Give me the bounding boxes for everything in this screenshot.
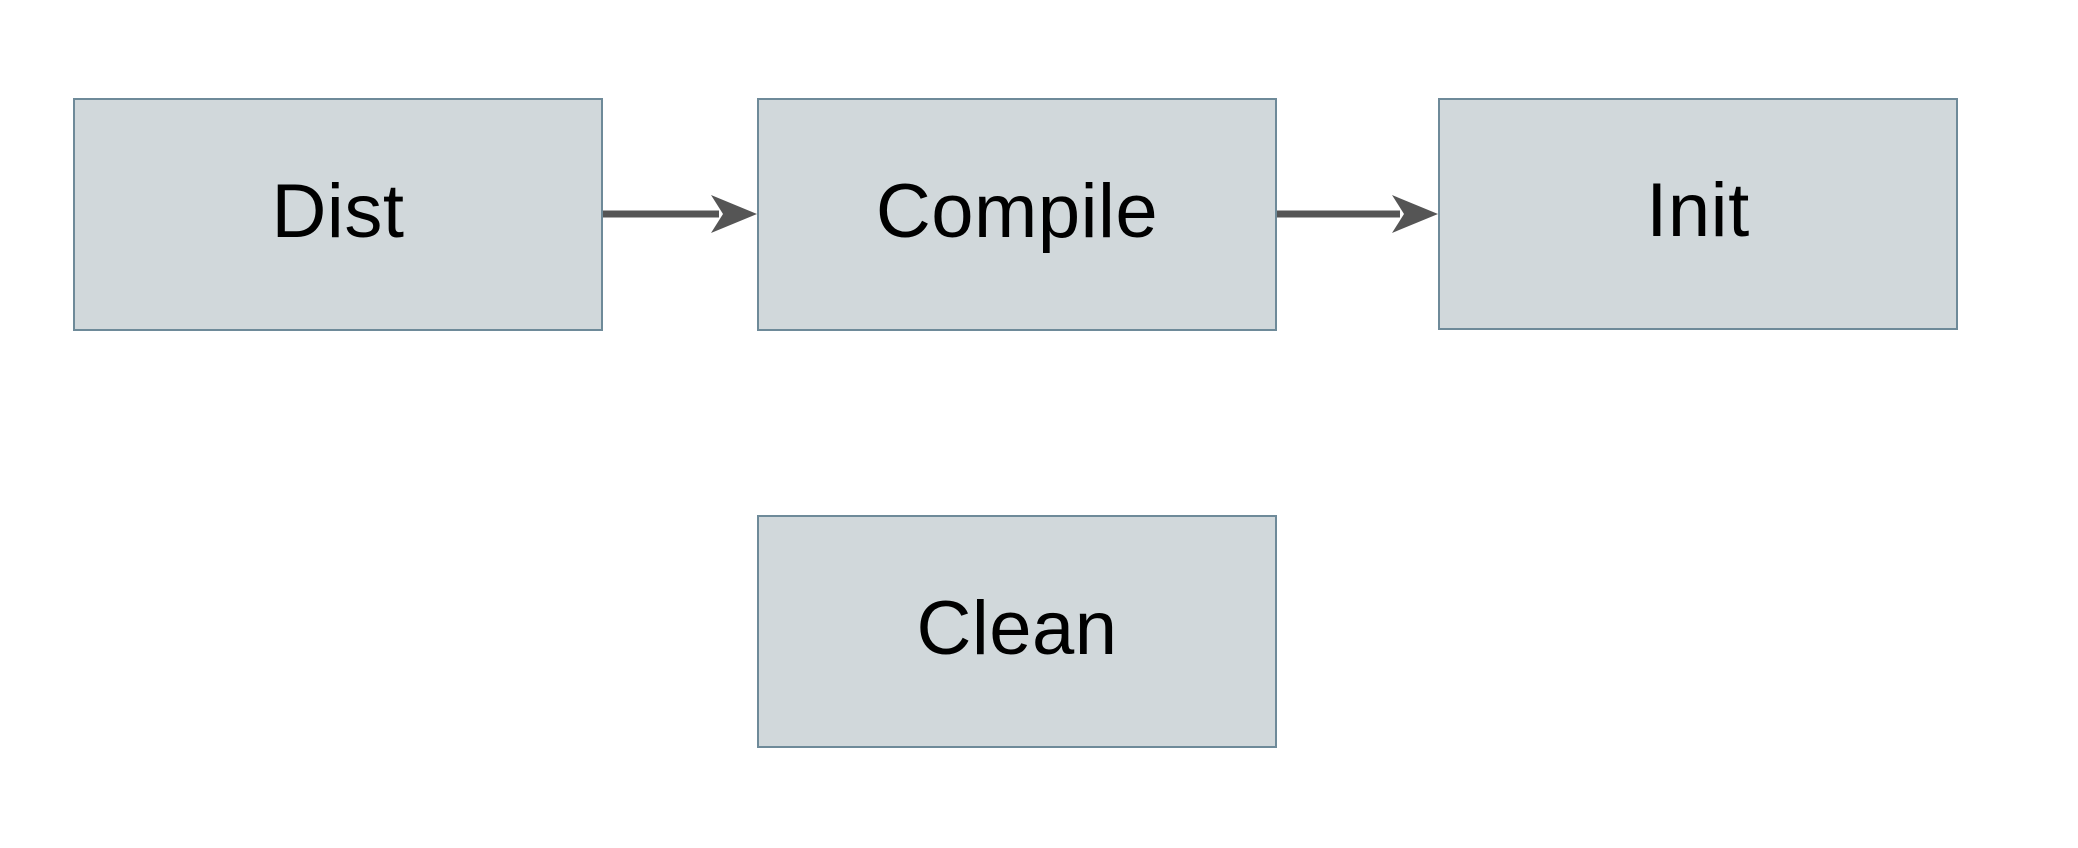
arrow-dist-to-compile [603,195,757,233]
node-dist-label: Dist [271,168,405,254]
node-init: Init [1438,98,1958,330]
node-init-label: Init [1646,168,1750,253]
node-clean-label: Clean [916,585,1118,671]
node-compile: Compile [757,98,1277,331]
node-compile-label: Compile [875,168,1159,254]
arrow-compile-to-init [1277,195,1438,233]
node-dist: Dist [73,98,603,331]
node-clean: Clean [757,515,1277,748]
